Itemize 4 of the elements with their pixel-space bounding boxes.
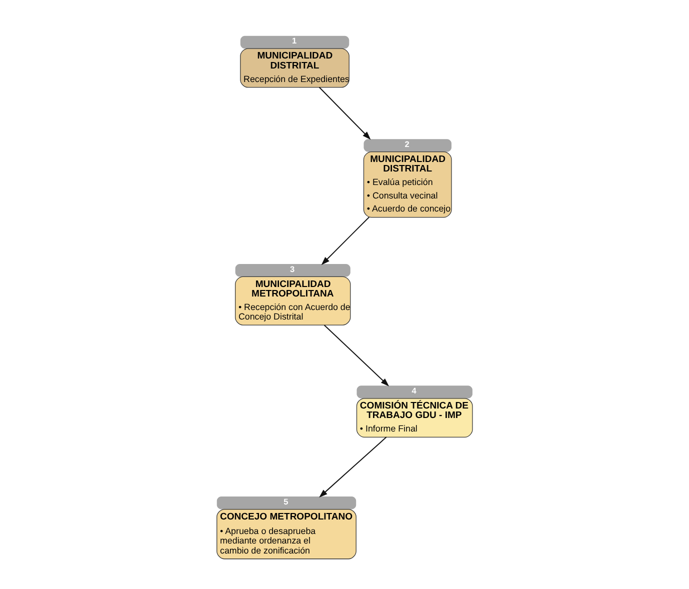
arrow (321, 216, 370, 265)
arrow (324, 324, 390, 386)
arrow (318, 86, 371, 140)
arrow (319, 436, 387, 498)
